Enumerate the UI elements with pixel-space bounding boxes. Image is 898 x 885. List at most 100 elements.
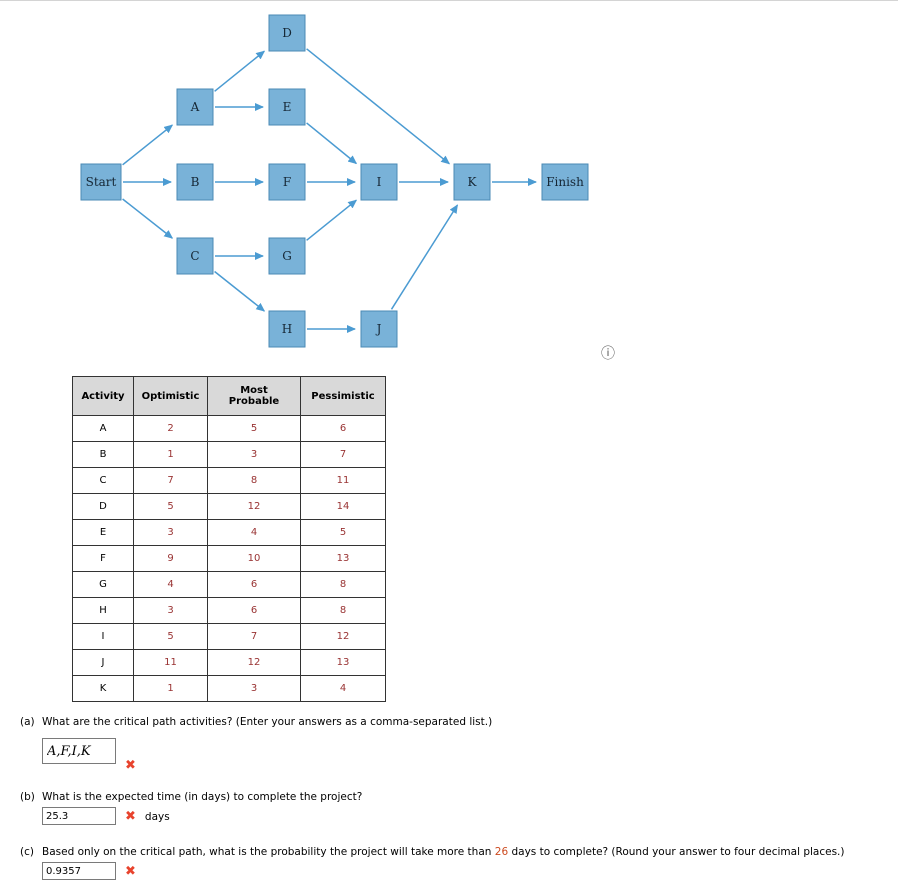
node-A: A	[176, 88, 214, 126]
node-box-G	[268, 237, 306, 275]
node-D: D	[268, 14, 306, 52]
value-cell: 13	[300, 649, 386, 676]
value-cell: 8	[300, 597, 386, 624]
node-label-Finish: Finish	[546, 175, 584, 189]
column-header: Optimistic	[133, 376, 208, 416]
value-cell: 5	[133, 623, 208, 650]
node-G: G	[268, 237, 306, 275]
value-cell: 12	[207, 649, 301, 676]
question-a-line: (a)What are the critical path activities…	[20, 715, 492, 729]
node-I: I	[360, 163, 398, 201]
node-H: H	[268, 310, 306, 348]
node-label-Start: Start	[86, 175, 117, 189]
question-b-label: (b)	[20, 791, 35, 803]
node-box-F	[268, 163, 306, 201]
value-cell: 5	[207, 415, 301, 442]
node-C: C	[176, 237, 214, 275]
node-label-D: D	[282, 26, 292, 40]
incorrect-mark-a: ✖	[125, 758, 136, 773]
activity-cell: H	[72, 597, 134, 624]
question-c-label: (c)	[20, 846, 34, 858]
answer-row-a: ✖	[42, 738, 492, 772]
question-c-highlight-value: 26	[494, 846, 509, 858]
value-cell: 7	[300, 441, 386, 468]
question-b-line: (b)What is the expected time (in days) t…	[20, 790, 362, 804]
node-box-J	[360, 310, 398, 348]
question-a-text: What are the critical path activities? (…	[42, 716, 493, 728]
answer-row-c: ✖	[42, 862, 845, 880]
node-box-C	[176, 237, 214, 275]
value-cell: 3	[133, 519, 208, 546]
edge-Start-C	[122, 198, 174, 239]
node-box-H	[268, 310, 306, 348]
info-icon[interactable]: ⓘ	[601, 346, 615, 362]
value-cell: 6	[300, 415, 386, 442]
value-cell: 2	[133, 415, 208, 442]
value-cell: 6	[207, 571, 301, 598]
value-cell: 3	[133, 597, 208, 624]
node-label-A: A	[190, 100, 200, 114]
edge-G-I	[306, 199, 358, 241]
value-cell: 12	[207, 493, 301, 520]
question-a: (a)What are the critical path activities…	[20, 715, 492, 772]
edge-A-D	[214, 50, 266, 92]
activity-cell: C	[72, 467, 134, 494]
question-c-text-before: Based only on the critical path, what is…	[42, 846, 495, 858]
node-label-H: H	[282, 322, 292, 336]
activity-cell: E	[72, 519, 134, 546]
answer-input-b[interactable]	[42, 807, 116, 825]
question-c-line: (c) Based only on the critical path, what…	[20, 845, 845, 859]
edge-J-K	[390, 204, 459, 310]
answer-row-b: ✖ days	[42, 807, 362, 825]
node-box-K	[453, 163, 491, 201]
value-cell: 6	[207, 597, 301, 624]
node-E: E	[268, 88, 306, 126]
value-cell: 7	[207, 623, 301, 650]
answer-input-c[interactable]	[42, 862, 116, 880]
edge-E-I	[306, 122, 358, 165]
node-J: J	[360, 310, 398, 348]
node-label-G: G	[282, 249, 292, 263]
value-cell: 4	[133, 571, 208, 598]
value-cell: 10	[207, 545, 301, 572]
node-F: F	[268, 163, 306, 201]
node-label-C: C	[190, 249, 199, 263]
node-label-B: B	[191, 175, 200, 189]
activity-cell: J	[72, 649, 134, 676]
node-label-I: I	[377, 175, 382, 189]
edge-Start-A	[122, 124, 174, 166]
incorrect-mark-b: ✖	[125, 809, 136, 824]
question-c: (c) Based only on the critical path, what…	[20, 845, 845, 880]
value-cell: 4	[300, 675, 386, 702]
question-c-text-after: days to complete? (Round your answer to …	[508, 846, 845, 858]
node-Finish: Finish	[541, 163, 589, 201]
value-cell: 11	[300, 467, 386, 494]
node-label-F: F	[283, 175, 291, 189]
answer-unit-days: days	[144, 811, 170, 823]
answer-input-a[interactable]	[42, 738, 116, 764]
value-cell: 8	[300, 571, 386, 598]
node-box-D	[268, 14, 306, 52]
value-cell: 1	[133, 675, 208, 702]
value-cell: 7	[133, 467, 208, 494]
question-b: (b)What is the expected time (in days) t…	[20, 790, 362, 825]
column-header: Pessimistic	[300, 376, 386, 416]
node-box-Start	[80, 163, 122, 201]
value-cell: 4	[207, 519, 301, 546]
edge-D-K	[306, 48, 451, 165]
value-cell: 5	[300, 519, 386, 546]
activity-cell: I	[72, 623, 134, 650]
value-cell: 3	[207, 441, 301, 468]
node-box-I	[360, 163, 398, 201]
